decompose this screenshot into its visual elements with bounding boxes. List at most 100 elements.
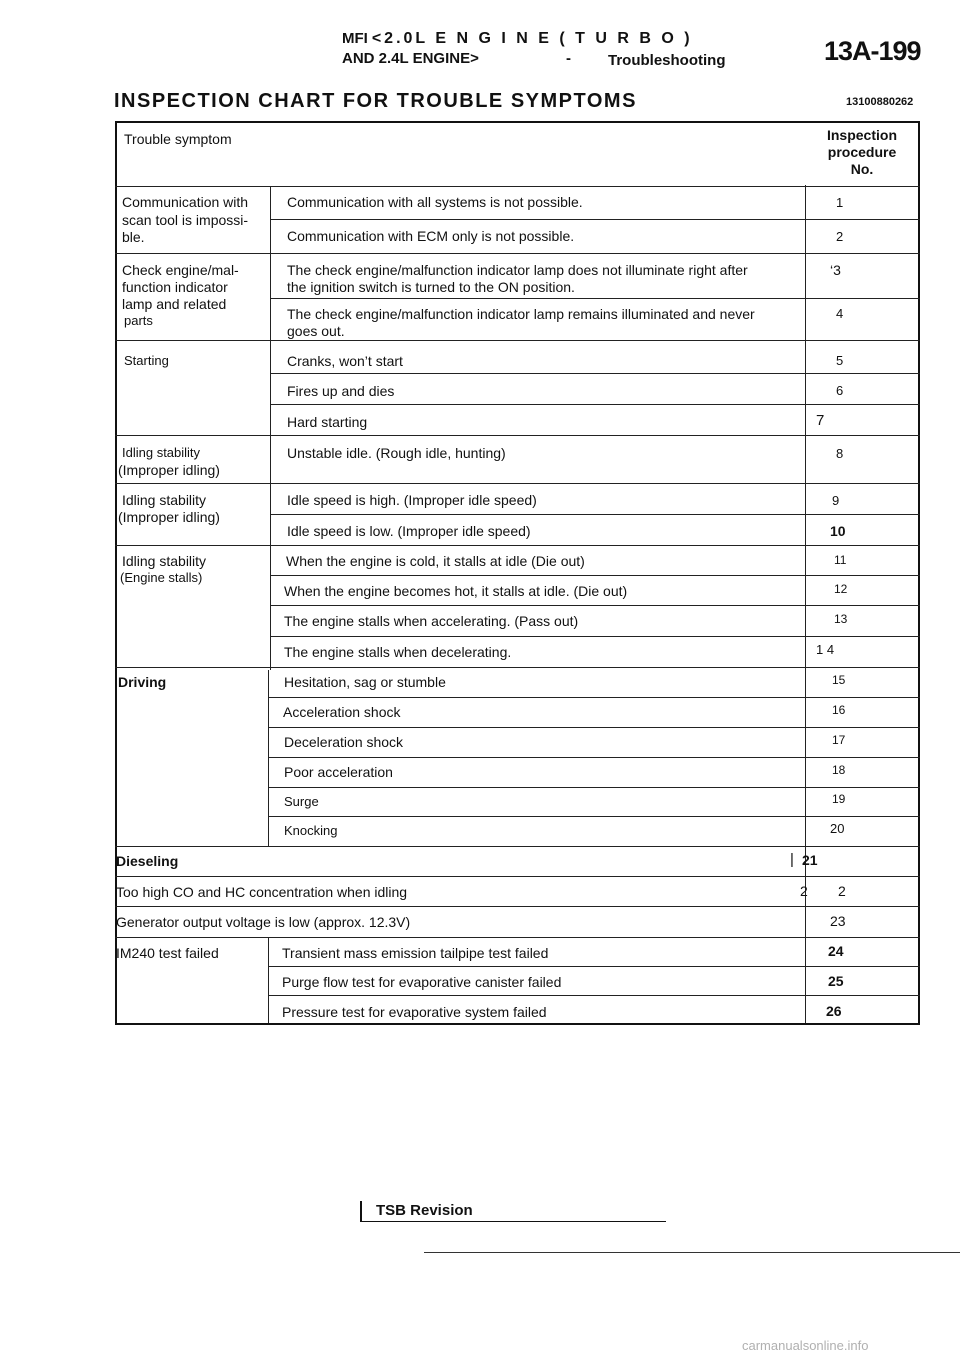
- group-rule: [115, 937, 920, 938]
- symptom-text: Transient mass emission tailpipe test fa…: [282, 945, 549, 961]
- header-engine-line: MFI<2.0L E N G I N E ( T U R B O ): [342, 30, 693, 48]
- group-rule: [115, 906, 920, 907]
- procedure-number: 2: [836, 229, 844, 244]
- row-rule: [270, 636, 920, 637]
- procedure-number: 7: [816, 412, 825, 429]
- col-divider-3: [270, 340, 271, 670]
- col-divider-1: [270, 187, 271, 253]
- category-label: Starting: [124, 353, 169, 368]
- symptom-text: Pressure test for evaporative system fai…: [282, 1004, 547, 1020]
- symptom-text: Surge: [284, 794, 319, 809]
- col-divider-proc: [805, 185, 806, 1023]
- col-divider-5: [268, 938, 269, 1023]
- procedure-number: 4: [836, 306, 844, 321]
- procedure-number: 11: [834, 553, 847, 567]
- col-divider-4: [268, 670, 269, 846]
- procedure-number: 13: [834, 612, 848, 626]
- category-label: Idling stability: [122, 553, 207, 569]
- header-dash: -: [566, 50, 571, 67]
- symptom-text: The engine stalls when accelerating. (Pa…: [284, 613, 579, 629]
- col-header-symptom: Trouble symptom: [124, 131, 232, 147]
- row-rule: [268, 995, 920, 996]
- symptom-text: When the engine becomes hot, it stalls a…: [284, 583, 628, 599]
- procedure-number: 5: [836, 353, 844, 368]
- category-label: Idling stability: [122, 492, 207, 508]
- procedure-number: 20: [830, 821, 845, 836]
- tsb-revision-label: TSB Revision: [376, 1202, 473, 1219]
- row-rule: [270, 575, 920, 576]
- category-label: Generator output voltage is low (approx.…: [116, 914, 411, 930]
- category-label: function indicator: [122, 279, 228, 295]
- category-label: Idling stability: [122, 445, 201, 460]
- symptom-text: The engine stalls when decelerating.: [284, 644, 512, 660]
- procedure-number: 24: [828, 943, 844, 959]
- symptom-text: Idle speed is low. (Improper idle speed): [287, 523, 531, 539]
- symptom-text: The check engine/malfunction indicator l…: [287, 306, 755, 322]
- procedure-number: 10: [830, 523, 846, 539]
- row-rule: [270, 219, 920, 220]
- header-engine-line2: AND 2.4L ENGINE>: [342, 50, 479, 67]
- procedure-number: ‘3: [830, 262, 841, 278]
- row-rule: [270, 605, 920, 606]
- symptom-text: Fires up and dies: [287, 383, 395, 399]
- group-rule: [115, 253, 920, 254]
- symptom-text: Idle speed is high. (Improper idle speed…: [287, 492, 537, 508]
- col-header-proc-line: No.: [850, 161, 874, 177]
- symptom-text: Acceleration shock: [283, 704, 401, 720]
- procedure-number: 18: [832, 763, 846, 777]
- category-label: (Improper idling): [118, 509, 220, 525]
- header-rule: [115, 186, 920, 187]
- header-mfi: MFI: [342, 30, 368, 47]
- col-header-procedure: Inspection procedure No.: [806, 127, 918, 178]
- category-label: Communication with: [122, 194, 249, 210]
- group-rule: [115, 846, 920, 847]
- footer-rule: [424, 1252, 960, 1253]
- row-rule: [270, 298, 920, 299]
- row-rule: [268, 727, 920, 728]
- chart-code: 13100880262: [846, 96, 914, 108]
- col-divider-2: [270, 253, 271, 340]
- category-label: IM240 test failed: [116, 945, 219, 961]
- row-rule: [268, 816, 920, 817]
- procedure-number: 1 4: [816, 642, 835, 657]
- category-label: lamp and related: [122, 296, 227, 312]
- watermark: carmanualsonline.info: [742, 1338, 869, 1353]
- symptom-text: Communication with ECM only is not possi…: [287, 228, 575, 244]
- inspection-table: [115, 121, 920, 1025]
- procedure-number: 23: [830, 913, 846, 929]
- symptom-text: When the engine is cold, it stalls at id…: [286, 553, 585, 569]
- symptom-text: The check engine/malfunction indicator l…: [287, 262, 748, 278]
- symptom-text: Poor acceleration: [284, 764, 393, 780]
- procedure-number: 17: [832, 733, 846, 747]
- row-rule: [270, 514, 920, 515]
- group-rule: [115, 435, 920, 436]
- row-rule: [268, 966, 920, 967]
- col-header-proc-line: Inspection: [826, 127, 897, 143]
- procedure-number: 19: [832, 792, 846, 806]
- category-label: Too high CO and HC concentration when id…: [116, 884, 408, 900]
- category-label: scan tool is impossi-: [122, 212, 249, 228]
- tsb-revision-box: TSB Revision: [360, 1201, 666, 1222]
- row-rule: [268, 787, 920, 788]
- procedure-number: 9: [832, 493, 840, 508]
- row-rule: [268, 757, 920, 758]
- symptom-text: Unstable idle. (Rough idle, hunting): [287, 445, 506, 461]
- symptom-text: Purge flow test for evaporative canister…: [282, 974, 562, 990]
- procedure-number: 21: [802, 852, 818, 868]
- symptom-text: Cranks, won’t start: [287, 353, 403, 369]
- symptom-text: Hard starting: [287, 414, 368, 430]
- group-rule: [115, 545, 920, 546]
- category-label: Dieseling: [116, 853, 179, 869]
- symptom-text: the ignition switch is turned to the ON …: [287, 279, 575, 295]
- procedure-number: 2: [800, 883, 808, 899]
- category-label: (Improper idling): [118, 462, 220, 478]
- header-section-title: Troubleshooting: [608, 52, 726, 69]
- procedure-number: 12: [834, 582, 848, 596]
- row-rule: [270, 373, 920, 374]
- symptom-text: Communication with all systems is not po…: [287, 194, 583, 210]
- category-label: parts: [124, 313, 153, 328]
- category-label: Check engine/mal-: [122, 262, 239, 278]
- table-bar-glyph: |: [790, 851, 794, 868]
- page-number: 13A-199: [824, 36, 922, 66]
- row-rule: [270, 404, 920, 405]
